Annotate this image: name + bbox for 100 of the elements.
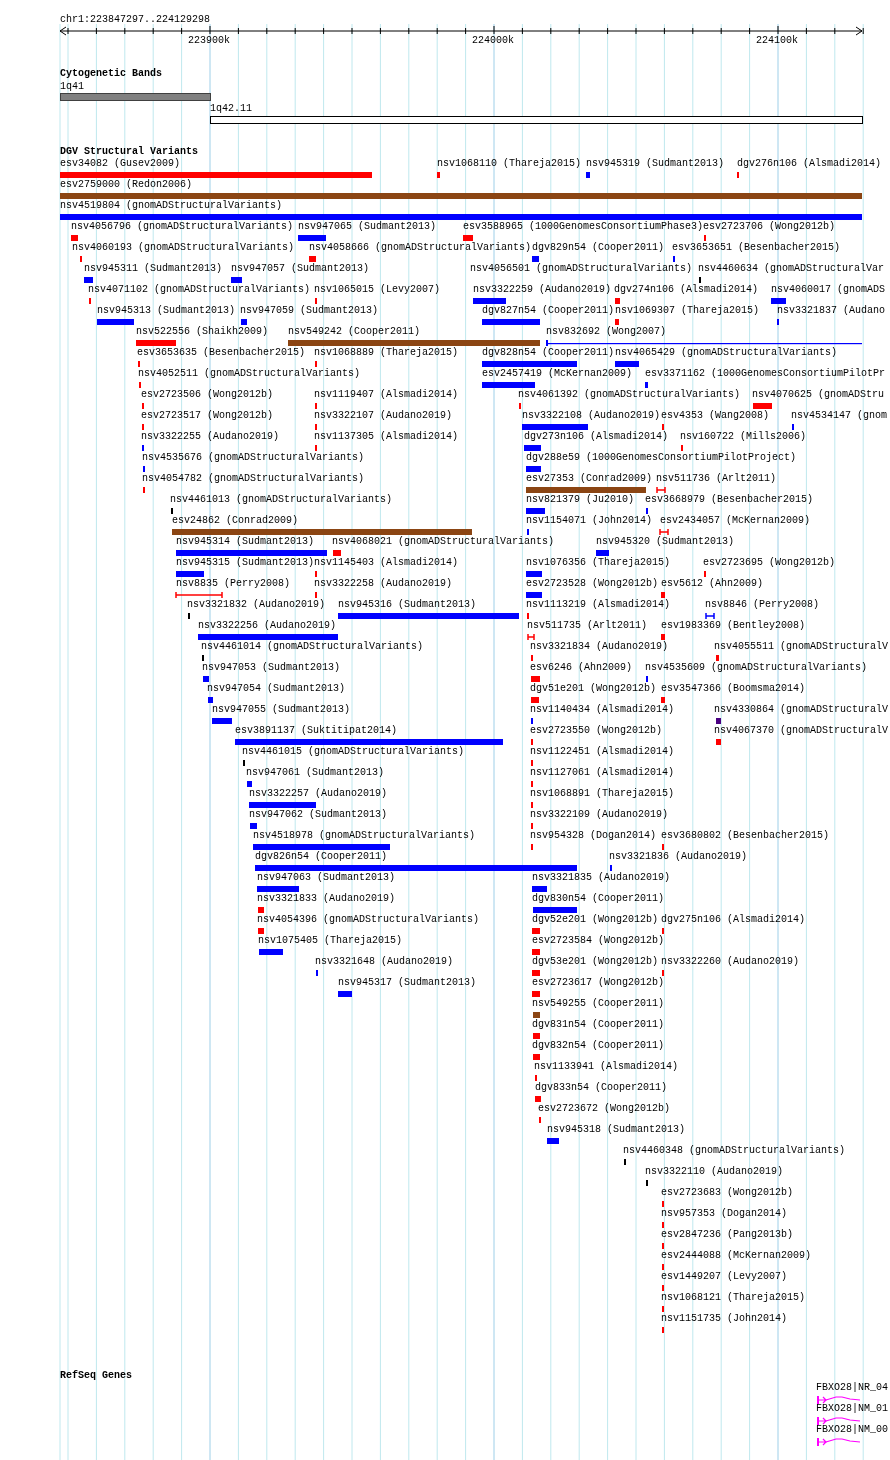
- variant-label: nsv4071102 (gnomADStructuralVariants): [88, 284, 311, 296]
- variant-label: nsv4534147 (gnom: [791, 410, 887, 422]
- variant-label: nsv945315 (Sudmant2013): [176, 557, 315, 569]
- variant-label: dgv275n106 (Alsmadi2014): [661, 914, 806, 926]
- variant-label: esv5612 (Ahn2009): [661, 578, 764, 590]
- variant-label: nsv511735 (Arlt2011): [527, 620, 648, 632]
- variant-label: nsv947065 (Sudmant2013): [298, 221, 437, 233]
- gene-label: FBXO28|NM_01: [816, 1403, 888, 1415]
- variant-label: esv2723617 (Wong2012b): [532, 977, 665, 989]
- variant-label: esv2723706 (Wong2012b): [703, 221, 836, 233]
- variant-label: esv3588965 (1000GenomesConsortiumPhase3): [463, 221, 704, 233]
- variant-label: nsv4058666 (gnomADStructuralVariants): [309, 242, 532, 254]
- variant-label: nsv1133941 (Alsmadi2014): [534, 1061, 679, 1073]
- variant-label: esv27353 (Conrad2009): [526, 473, 653, 485]
- variant-label: nsv947063 (Sudmant2013): [257, 872, 396, 884]
- track-title: Cytogenetic Bands: [60, 68, 163, 80]
- variant-label: nsv947059 (Sudmant2013): [240, 305, 379, 317]
- variant-label: nsv3321837 (Audano: [777, 305, 886, 317]
- variant-label: nsv1154071 (John2014): [526, 515, 653, 527]
- variant-label: nsv1113219 (Alsmadi2014): [526, 599, 671, 611]
- variant-label: esv1449207 (Levy2007): [661, 1271, 788, 1283]
- variant-label: nsv3322110 (Audano2019): [645, 1166, 784, 1178]
- variant-label: nsv4055511 (gnomADStructuralV: [714, 641, 889, 653]
- variant-label: esv2723506 (Wong2012b): [141, 389, 274, 401]
- variant-label: nsv3322257 (Audano2019): [249, 788, 388, 800]
- track-title: RefSeq Genes: [60, 1370, 132, 1382]
- variant-label: nsv945318 (Sudmant2013): [547, 1124, 686, 1136]
- variant-label: nsv4060193 (gnomADStructuralVariants): [72, 242, 295, 254]
- variant-label: esv3891137 (Suktitipat2014): [235, 725, 398, 737]
- variant-label: esv3653635 (Besenbacher2015): [137, 347, 306, 359]
- variant-label: nsv3321835 (Audano2019): [532, 872, 671, 884]
- variant-label: nsv1119407 (Alsmadi2014): [314, 389, 459, 401]
- variant-label: nsv4461014 (gnomADStructuralVariants): [201, 641, 424, 653]
- variant-label: nsv3322260 (Audano2019): [661, 956, 800, 968]
- variant-label: nsv8846 (Perry2008): [705, 599, 820, 611]
- variant-label: esv2723672 (Wong2012b): [538, 1103, 671, 1115]
- variant-label: nsv947054 (Sudmant2013): [207, 683, 346, 695]
- variant-label: nsv3322258 (Audano2019): [314, 578, 453, 590]
- tick-label: 223900k: [188, 35, 230, 47]
- variant-label: nsv947062 (Sudmant2013): [249, 809, 388, 821]
- variant-label: esv2723517 (Wong2012b): [141, 410, 274, 422]
- variant-label: nsv160722 (Mills2006): [680, 431, 807, 443]
- variant-label: dgv52e201 (Wong2012b): [532, 914, 659, 926]
- variant-label: esv2457419 (McKernan2009): [482, 368, 633, 380]
- track-title: DGV Structural Variants: [60, 146, 199, 158]
- variant-label: nsv4067370 (gnomADStructuralV: [714, 725, 889, 737]
- variant-label: nsv4535609 (gnomADStructuralVariants): [645, 662, 868, 674]
- variant-label: esv3653651 (Besenbacher2015): [672, 242, 841, 254]
- variant-label: nsv821379 (Ju2010): [526, 494, 635, 506]
- variant-label: nsv957353 (Dogan2014): [661, 1208, 788, 1220]
- variant-label: nsv4519804 (gnomADStructuralVariants): [60, 200, 283, 212]
- variant-label: nsv3322259 (Audano2019): [473, 284, 612, 296]
- variant-label: nsv4060017 (gnomADS: [771, 284, 886, 296]
- variant-label: nsv1069307 (Thareja2015): [615, 305, 760, 317]
- variant-label: esv2723683 (Wong2012b): [661, 1187, 794, 1199]
- variant-label: nsv1151735 (John2014): [661, 1313, 788, 1325]
- variant-label: esv3547366 (Boomsma2014): [661, 683, 806, 695]
- variant-label: nsv3322108 (Audano2019): [522, 410, 661, 422]
- variant-label: esv2444088 (McKernan2009): [661, 1250, 812, 1262]
- variant-label: nsv4070625 (gnomADStru: [752, 389, 885, 401]
- variant-label: nsv3322255 (Audano2019): [141, 431, 280, 443]
- variant-label: esv3668979 (Besenbacher2015): [645, 494, 814, 506]
- variant-label: nsv1068889 (Thareja2015): [314, 347, 459, 359]
- variant-label: nsv954328 (Dogan2014): [530, 830, 657, 842]
- variant-label: esv6246 (Ahn2009): [530, 662, 633, 674]
- variant-label: nsv947061 (Sudmant2013): [246, 767, 385, 779]
- gene-label: FBXO28|NM_00: [816, 1424, 888, 1436]
- variant-label: nsv4054782 (gnomADStructuralVariants): [142, 473, 365, 485]
- variant-label: dgv273n106 (Alsmadi2014): [524, 431, 669, 443]
- variant-label: nsv3322109 (Audano2019): [530, 809, 669, 821]
- variant-label: nsv3321648 (Audano2019): [315, 956, 454, 968]
- variant-label: nsv945316 (Sudmant2013): [338, 599, 477, 611]
- variant-label: nsv1068891 (Thareja2015): [530, 788, 675, 800]
- variant-label: nsv549242 (Cooper2011): [288, 326, 421, 338]
- variant-label: dgv276n106 (Alsmadi2014): [737, 158, 882, 170]
- variant-label: nsv1076356 (Thareja2015): [526, 557, 671, 569]
- band-label: 1q42.11: [210, 103, 252, 115]
- variant-label: esv2723695 (Wong2012b): [703, 557, 836, 569]
- variant-label: nsv4461013 (gnomADStructuralVariants): [170, 494, 393, 506]
- variant-label: nsv511736 (Arlt2011): [656, 473, 777, 485]
- variant-label: esv2723528 (Wong2012b): [526, 578, 659, 590]
- variant-label: nsv3322256 (Audano2019): [198, 620, 337, 632]
- variant-label: dgv53e201 (Wong2012b): [532, 956, 659, 968]
- variant-label: nsv4461015 (gnomADStructuralVariants): [242, 746, 465, 758]
- variant-label: nsv1068110 (Thareja2015): [437, 158, 582, 170]
- variant-label: esv24862 (Conrad2009): [172, 515, 299, 527]
- variant-label: esv3680802 (Besenbacher2015): [661, 830, 830, 842]
- variant-label: nsv1137305 (Alsmadi2014): [314, 431, 459, 443]
- variant-label: nsv3321834 (Audano2019): [530, 641, 669, 653]
- variant-label: nsv4330864 (gnomADStructuralV: [714, 704, 889, 716]
- variant-label: nsv945320 (Sudmant2013): [596, 536, 735, 548]
- variant-label: nsv4052511 (gnomADStructuralVariants): [138, 368, 361, 380]
- variant-label: nsv3321836 (Audano2019): [609, 851, 748, 863]
- variant-label: nsv1075405 (Thareja2015): [258, 935, 403, 947]
- variant-label: esv2434057 (McKernan2009): [660, 515, 811, 527]
- variant-label: nsv1122451 (Alsmadi2014): [530, 746, 675, 758]
- variant-label: esv2723550 (Wong2012b): [530, 725, 663, 737]
- variant-label: nsv1145403 (Alsmadi2014): [314, 557, 459, 569]
- variant-label: esv4353 (Wang2008): [661, 410, 770, 422]
- variant-label: dgv274n106 (Alsmadi2014): [614, 284, 759, 296]
